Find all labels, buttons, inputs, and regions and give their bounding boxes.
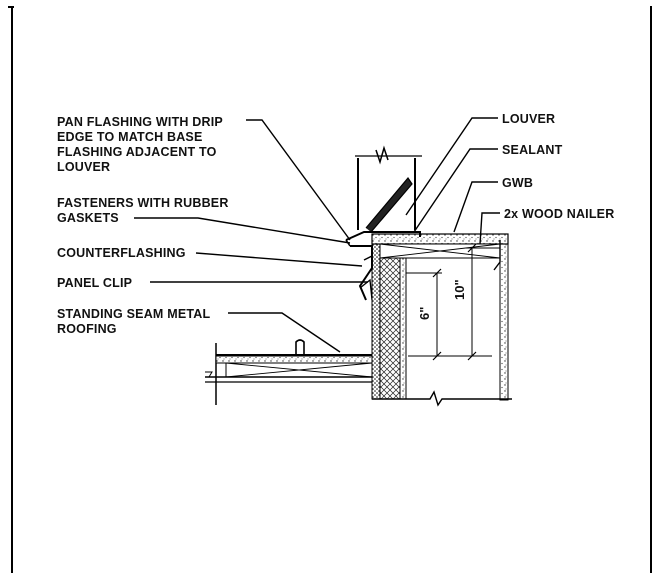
- counterflashing-detail: [350, 245, 373, 301]
- label-standing-seam-line1: STANDING SEAM METAL: [57, 307, 210, 321]
- dim-six-inch: 6": [417, 307, 432, 320]
- callout-labels-left: PAN FLASHING WITH DRIP EDGE TO MATCH BAS…: [57, 115, 232, 336]
- louver-assembly: [345, 145, 422, 247]
- label-pan-flashing-line2: EDGE TO MATCH BASE: [57, 130, 203, 144]
- label-pan-flashing-line1: PAN FLASHING WITH DRIP: [57, 115, 223, 129]
- callout-labels-right: LOUVER SEALANT GWB 2x WOOD NAILER: [502, 112, 614, 221]
- label-pan-flashing-line3: FLASHING ADJACENT TO: [57, 145, 217, 159]
- svg-text:FASTENERS WITH RUBBER GA: FASTENERS WITH RUBBER GASKETS: [57, 196, 232, 225]
- roof-deck-assembly: [205, 339, 373, 405]
- leader-lines: [134, 117, 501, 353]
- label-standing-seam-line2: ROOFING: [57, 322, 117, 336]
- svg-text:STANDING SEAM METAL ROOF: STANDING SEAM METAL ROOFING: [57, 307, 214, 336]
- dim-ten-inch: 10": [452, 279, 467, 300]
- sheet-border: [8, 6, 652, 573]
- label-louver: LOUVER: [502, 112, 555, 126]
- wall-curb: [371, 233, 512, 407]
- label-gwb: GWB: [502, 176, 533, 190]
- svg-text:PAN FLASHING WITH DRIP E: PAN FLASHING WITH DRIP EDGE TO MATCH BAS…: [57, 115, 226, 174]
- label-pan-flashing-line4: LOUVER: [57, 160, 110, 174]
- label-counterflashing: COUNTERFLASHING: [57, 246, 186, 260]
- label-fasteners-line1: FASTENERS WITH RUBBER: [57, 196, 229, 210]
- label-fasteners-line2: GASKETS: [57, 211, 119, 225]
- label-sealant: SEALANT: [502, 143, 563, 157]
- dimension-lines: 6" 10": [406, 243, 500, 361]
- label-panel-clip: PANEL CLIP: [57, 276, 132, 290]
- label-wood-nailer: 2x WOOD NAILER: [504, 207, 614, 221]
